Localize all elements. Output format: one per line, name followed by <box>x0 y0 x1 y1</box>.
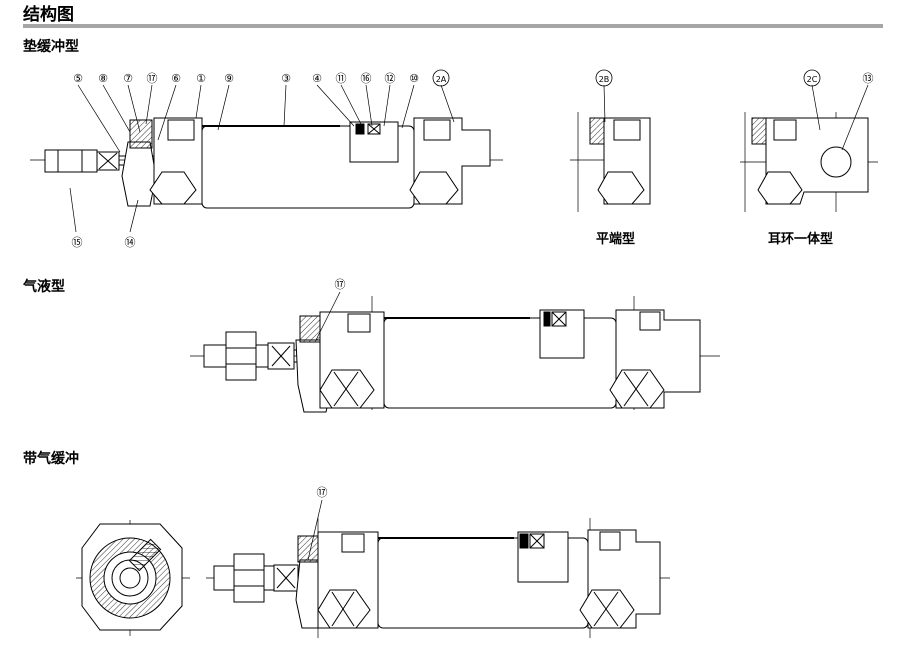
variant-label-clevis-integrated: 耳环一体型 <box>768 232 834 247</box>
mounting-nut-14 <box>121 141 157 207</box>
callout-17-air-hydro: ⑰ <box>335 278 346 291</box>
callout-15: ⑮ <box>72 236 83 249</box>
callout-2a: 2A <box>436 75 447 84</box>
drawing-air-cushion <box>76 499 670 638</box>
section-label-air-hydro: 气液型 <box>23 279 65 295</box>
callout-12: ⑫ <box>385 72 396 85</box>
callout-9: ⑨ <box>224 72 234 85</box>
variant-label-flat-end: 平端型 <box>596 232 636 247</box>
callout-2b: 2B <box>599 75 610 84</box>
callout-numbers: ⑤ ⑧ ⑦ ⑰ ⑥ ① ⑨ ③ ④ ⑪ ⑯ ⑫ ⑩ 2A 2B 2C ⑬ ⑮ ⑭… <box>72 72 874 499</box>
callout-17-air-cushion: ⑰ <box>317 486 328 499</box>
drawing-air-hydro <box>190 291 720 413</box>
callout-17: ⑰ <box>147 72 158 85</box>
drawing-cushion-pad <box>30 117 503 209</box>
callout-14: ⑭ <box>125 236 136 249</box>
title-rule <box>23 24 883 28</box>
callout-6: ⑥ <box>171 72 181 85</box>
drawing-flat-end <box>570 84 651 212</box>
drawing-clevis-integrated <box>740 84 878 212</box>
callout-11: ⑪ <box>336 72 347 85</box>
callout-16: ⑯ <box>361 72 372 85</box>
section-label-air-cushion: 带气缓冲 <box>23 451 79 467</box>
callout-3: ③ <box>281 72 291 85</box>
rod-cover-hatch <box>129 119 153 149</box>
callout-10: ⑩ <box>409 72 419 85</box>
page-title: 结构图 <box>23 5 74 25</box>
callout-circles <box>432 69 821 87</box>
section-label-cushion-pad: 垫缓冲型 <box>23 39 79 55</box>
callout-13: ⑬ <box>863 72 874 85</box>
callout-7: ⑦ <box>123 72 133 85</box>
callout-4: ④ <box>312 72 322 85</box>
callout-1: ① <box>196 72 206 85</box>
callout-leaders-1 <box>69 84 455 233</box>
callout-2c: 2C <box>807 75 818 84</box>
lock-nut-15 <box>44 149 98 173</box>
callout-8: ⑧ <box>98 72 108 85</box>
callout-5: ⑤ <box>73 72 83 85</box>
